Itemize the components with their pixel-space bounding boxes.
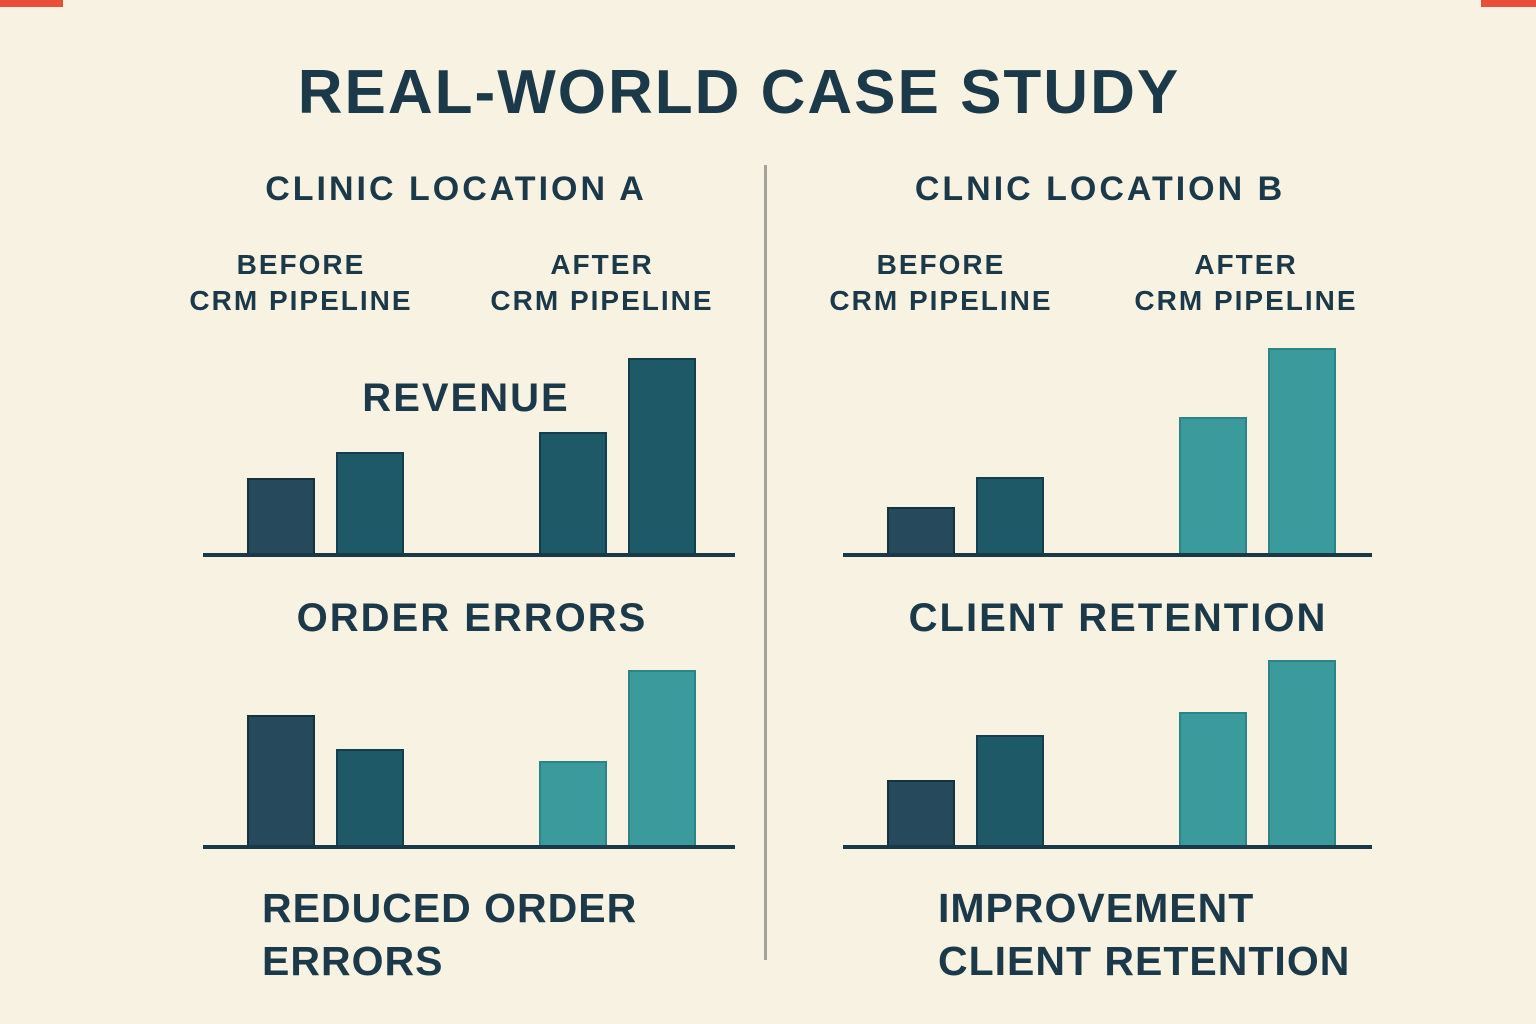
top-right-accent-bar (1481, 0, 1536, 7)
panel-a-before-label: BEFORE CRM PIPELINE (189, 249, 413, 317)
panel-b-header: CLNIC LOCATION B (914, 170, 1286, 208)
chart-a-order-errors (203, 655, 735, 849)
chart-title-revenue: REVENUE (362, 376, 570, 420)
location-b-client-retention-bar-after-1 (1179, 712, 1247, 845)
location-b-top-bar-before-2 (976, 477, 1044, 553)
chart-title-order-errors: ORDER ERRORS (296, 596, 648, 640)
location-b-top-bar-after-2 (1268, 348, 1336, 553)
panel-b-after-label: AFTER CRM PIPELINE (1134, 249, 1358, 317)
panel-a-header: CLINIC LOCATION A (265, 170, 647, 208)
chart-title-client-retention: CLIENT RETENTION (908, 596, 1328, 640)
location-a-order-errors-bar-before-1 (247, 715, 315, 845)
location-b-client-retention-bar-before-2 (976, 735, 1044, 845)
page-title: REAL-WORLD CASE STUDY (297, 58, 1181, 127)
location-a-revenue-bar-before-1 (247, 478, 315, 553)
location-a-order-errors-bar-before-2 (336, 749, 404, 845)
location-b-top-bar-before-1 (887, 507, 955, 553)
location-a-revenue-bar-after-2 (628, 358, 696, 553)
top-left-accent-bar (0, 0, 63, 7)
chart-a-revenue (203, 339, 735, 557)
location-a-order-errors-bar-after-1 (539, 761, 607, 845)
panel-b-before-label: BEFORE CRM PIPELINE (829, 249, 1053, 317)
panel-b-caption: IMPROVEMENT CLIENT RETENTION (938, 885, 1351, 985)
location-a-revenue-bar-after-1 (539, 432, 607, 553)
panel-divider (764, 165, 767, 960)
location-b-client-retention-bar-after-2 (1268, 660, 1336, 845)
chart-b-client-retention (843, 655, 1372, 849)
panel-a-caption: REDUCED ORDER ERRORS (262, 885, 638, 985)
panel-a-after-label: AFTER CRM PIPELINE (490, 249, 714, 317)
location-a-revenue-bar-before-2 (336, 452, 404, 553)
chart-b-top (843, 339, 1372, 557)
location-a-order-errors-bar-after-2 (628, 670, 696, 845)
location-b-top-bar-after-1 (1179, 417, 1247, 553)
location-b-client-retention-bar-before-1 (887, 780, 955, 845)
